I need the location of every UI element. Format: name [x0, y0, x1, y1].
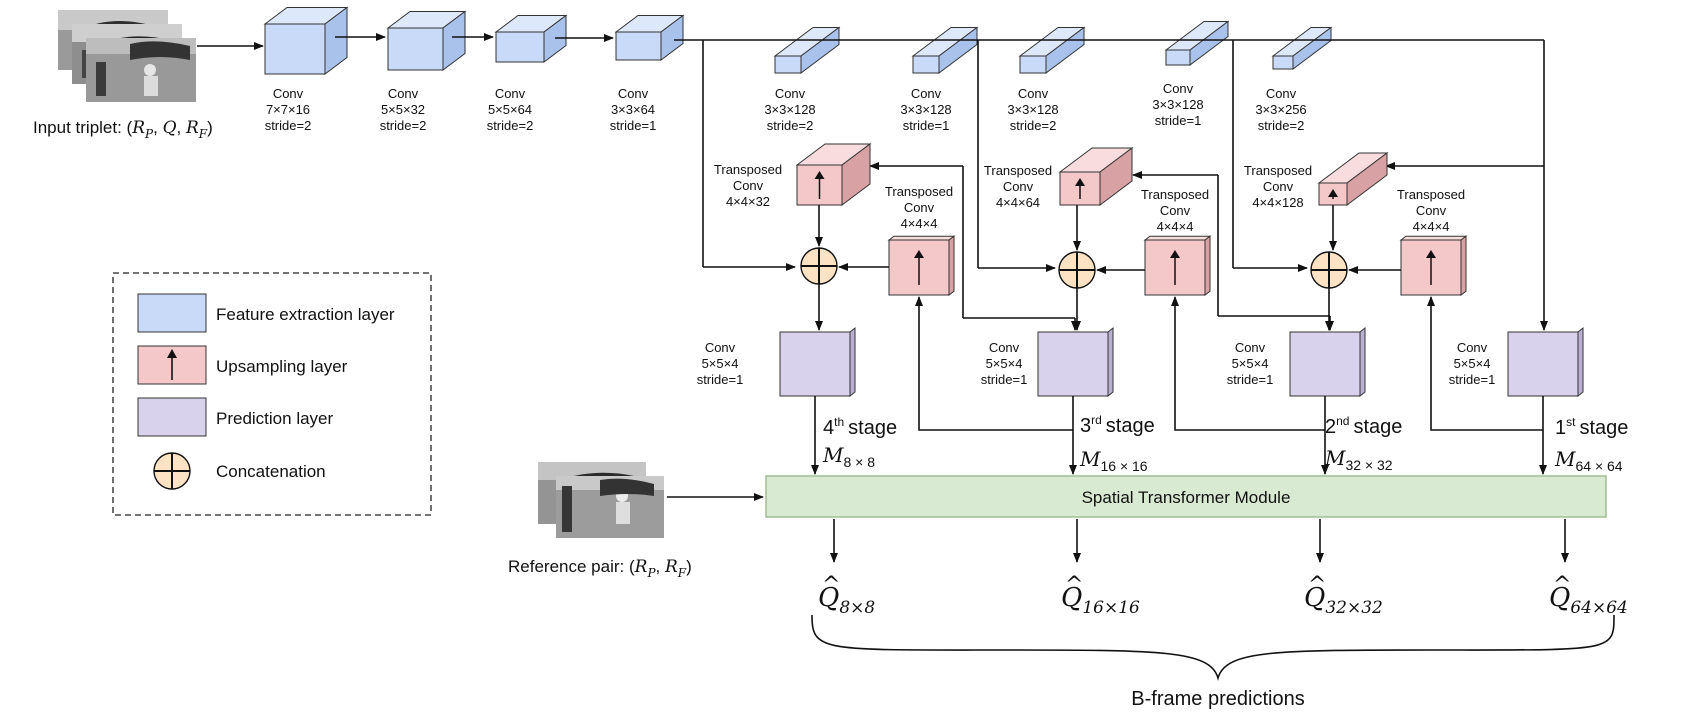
encoder-conv-7 — [1018, 26, 1086, 74]
concat-icon — [800, 247, 838, 285]
prediction-conv-2 — [1037, 326, 1114, 398]
input-frame-3 — [86, 38, 196, 102]
output-prediction-1: ^Q8×8 — [818, 573, 875, 618]
prediction-conv-1 — [779, 326, 856, 398]
encoder-conv-9 — [1271, 26, 1333, 70]
output-hat: ^ — [822, 573, 840, 598]
output-prediction-3: ^Q32×32 — [1304, 573, 1383, 618]
motion-field-label-1: M8 × 8 — [822, 443, 875, 470]
transposed-conv-small-1 — [887, 235, 956, 296]
encoder-conv-1 — [263, 6, 349, 75]
legend-prediction-label: Prediction layer — [216, 409, 334, 428]
output-label-3: Q32×32 — [1304, 583, 1383, 618]
encoder-conv-8 — [1164, 20, 1230, 66]
legend-concat-label: Concatenation — [216, 462, 326, 481]
encoder-conv-2 — [386, 10, 467, 71]
arrow-up-icon — [814, 171, 825, 199]
concat-icon — [1058, 251, 1096, 289]
legend-feature-label: Feature extraction layer — [216, 305, 395, 324]
transposed-conv-small-3 — [1399, 235, 1468, 296]
motion-field-label-3: M32 × 32 — [1324, 446, 1393, 473]
output-prediction-2: ^Q16×16 — [1061, 573, 1140, 618]
encoder-conv-4 — [614, 14, 685, 61]
feedback-loop-1 — [915, 296, 1073, 431]
output-hat: ^ — [1065, 573, 1083, 598]
output-label-4: Q64×64 — [1549, 583, 1628, 618]
output-hat: ^ — [1553, 573, 1571, 598]
feedback-loop-2 — [1171, 296, 1325, 431]
concat-icon — [1310, 251, 1348, 289]
output-predictions: ^Q8×8^Q16×16^Q32×32^Q64×64 — [818, 519, 1628, 618]
transposed-conv-main-2 — [1058, 147, 1134, 206]
bframe-label: B-frame predictions — [1131, 688, 1304, 710]
spatial-transformer-module: Spatial Transformer Module — [765, 475, 1607, 518]
prediction-conv-4 — [1507, 326, 1584, 398]
reference-frames-thumbnail — [538, 462, 664, 538]
skip-connections — [702, 40, 1544, 331]
transposed-conv-main-3 — [1317, 152, 1389, 206]
reference-frame-2 — [556, 476, 664, 538]
encoder-arrows — [197, 33, 1548, 331]
encoder-conv-5 — [773, 26, 841, 74]
output-prediction-4: ^Q64×64 — [1549, 573, 1628, 618]
motion-field-label-2: M16 × 16 — [1079, 447, 1148, 474]
input-triplet-caption: Input triplet: (RP, Q, RF) — [33, 118, 213, 141]
feedback-loop-3 — [1427, 296, 1543, 431]
arrow-up-icon — [1328, 189, 1338, 199]
stm-label: Spatial Transformer Module — [1082, 488, 1291, 507]
arrow-up-icon — [1170, 250, 1180, 285]
transposed-conv-main-1 — [795, 143, 872, 206]
bframe-brace — [811, 614, 1615, 681]
output-label-2: Q16×16 — [1061, 583, 1140, 618]
encoder-conv-6 — [911, 26, 979, 74]
concat-nodes — [800, 205, 1401, 331]
output-hat: ^ — [1308, 573, 1326, 598]
legend-prediction-swatch — [137, 397, 207, 437]
legend-upsampling-label: Upsampling layer — [216, 357, 348, 376]
transposed-conv-small-2 — [1143, 235, 1212, 296]
arrow-up-icon — [1426, 250, 1436, 285]
arrow-up-icon — [914, 250, 924, 285]
reference-pair-caption: Reference pair: (RP, RF) — [508, 557, 692, 580]
arrow-up-icon — [167, 349, 177, 380]
prediction-conv-3 — [1289, 326, 1366, 398]
legend: Feature extraction layer Upsampling laye… — [112, 272, 432, 516]
output-label-1: Q8×8 — [818, 583, 875, 618]
concat-icon — [153, 452, 191, 490]
legend-feature-swatch — [137, 293, 207, 333]
input-frames-thumbnail — [58, 10, 196, 102]
motion-field-label-4: M64 × 64 — [1554, 447, 1623, 474]
arrow-up-icon — [1075, 178, 1085, 199]
